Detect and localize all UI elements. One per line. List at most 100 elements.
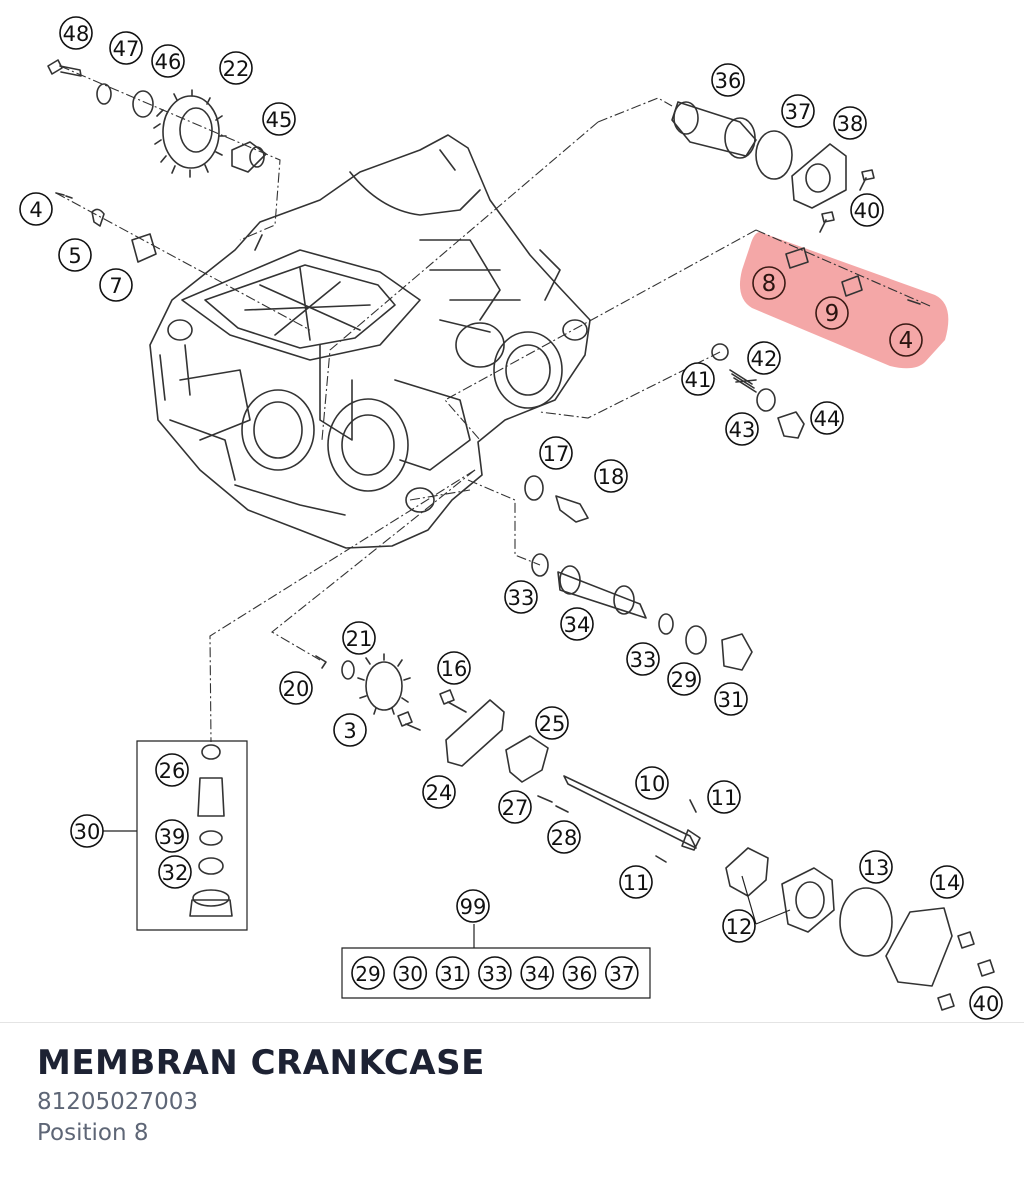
callout-label: 43 xyxy=(729,418,756,442)
kit-item-30: 30 xyxy=(393,956,428,990)
callout-label: 12 xyxy=(726,915,753,939)
callout-label: 21 xyxy=(346,627,373,651)
callout-32: 32 xyxy=(158,855,192,889)
callout-label: 4 xyxy=(899,328,914,354)
callout-40: 40 xyxy=(969,986,1003,1020)
callout-37: 37 xyxy=(781,94,815,128)
callout-label: 33 xyxy=(630,648,657,672)
callout-label: 18 xyxy=(598,465,625,489)
kit-99-box xyxy=(341,947,651,999)
callout-label: 10 xyxy=(639,772,666,796)
callout-26: 26 xyxy=(155,753,189,787)
callout-24: 24 xyxy=(422,775,456,809)
callout-label: 4 xyxy=(29,198,42,222)
callout-label: 32 xyxy=(162,861,189,885)
callout-47: 47 xyxy=(109,31,143,65)
part-position: Position 8 xyxy=(37,1120,149,1146)
callout-label: 45 xyxy=(266,108,293,132)
callout-22: 22 xyxy=(219,51,253,85)
callout-label: 31 xyxy=(718,688,745,712)
callout-label: 8 xyxy=(762,271,777,297)
callout-28: 28 xyxy=(547,820,581,854)
callout-label: 99 xyxy=(460,895,487,919)
callout-44: 44 xyxy=(810,401,844,435)
callout-10: 10 xyxy=(635,766,669,800)
callout-label: 25 xyxy=(539,712,566,736)
callout-4: 4 xyxy=(889,323,923,357)
callout-label: 11 xyxy=(711,786,738,810)
callout-label: 20 xyxy=(283,677,310,701)
kit-label: 33 xyxy=(482,962,507,986)
callout-33: 33 xyxy=(504,580,538,614)
callout-label: 3 xyxy=(343,719,356,743)
callout-27: 27 xyxy=(498,790,532,824)
kit-item-33: 33 xyxy=(478,956,512,990)
callout-label: 24 xyxy=(426,781,453,805)
callout-label: 41 xyxy=(685,368,712,392)
callout-label: 39 xyxy=(159,825,186,849)
kit-label: 36 xyxy=(567,962,592,986)
callout-label: 30 xyxy=(74,820,101,844)
callout-45: 45 xyxy=(262,102,296,136)
callout-label: 11 xyxy=(623,871,650,895)
kit-item-36: 36 xyxy=(562,956,597,990)
callout-40: 40 xyxy=(850,193,884,227)
kit-item-31: 31 xyxy=(435,956,470,990)
callout-label: 26 xyxy=(159,759,186,783)
callout-label: 40 xyxy=(854,199,881,223)
callout-36: 36 xyxy=(711,63,745,97)
callout-label: 27 xyxy=(502,796,529,820)
callout-42: 42 xyxy=(747,341,781,375)
kit-label: 31 xyxy=(440,962,465,986)
callout-34: 34 xyxy=(560,607,594,641)
exploded-parts-diagram: 4847462245457363738408944241444317183334… xyxy=(19,16,1003,1020)
callout-label: 7 xyxy=(109,274,122,298)
callout-3: 3 xyxy=(333,713,367,747)
callout-label: 42 xyxy=(751,347,778,371)
kit-item-34: 34 xyxy=(520,956,555,990)
callout-48: 48 xyxy=(59,16,93,50)
callout-label: 36 xyxy=(715,69,742,93)
kit-label: 30 xyxy=(398,962,423,986)
callout-label: 9 xyxy=(825,301,840,327)
callout-label: 28 xyxy=(551,826,578,850)
callout-17: 17 xyxy=(539,436,573,470)
kit-item-29: 29 xyxy=(351,956,385,990)
callout-label: 29 xyxy=(671,668,698,692)
callout-14: 14 xyxy=(930,865,964,899)
callout-label: 34 xyxy=(564,613,591,637)
callout-label: 40 xyxy=(973,992,1000,1016)
part-title: MEMBRAN CRANKCASE xyxy=(37,1043,485,1083)
callout-16: 16 xyxy=(437,651,471,685)
callout-99: 99 xyxy=(456,889,490,923)
kit-30-box xyxy=(136,740,248,931)
callout-20: 20 xyxy=(279,671,313,705)
callout-label: 38 xyxy=(837,112,864,136)
callout-9: 9 xyxy=(815,296,849,330)
kit-label: 37 xyxy=(609,962,634,986)
callout-label: 44 xyxy=(814,407,841,431)
callout-label: 22 xyxy=(223,57,250,81)
callout-label: 47 xyxy=(113,37,140,61)
callout-label: 46 xyxy=(155,50,182,74)
callout-label: 13 xyxy=(863,856,890,880)
callout-label: 5 xyxy=(68,244,81,268)
callout-21: 21 xyxy=(342,621,376,655)
crankcase-housing xyxy=(149,134,591,549)
callout-43: 43 xyxy=(725,412,759,446)
callout-30: 30 xyxy=(70,814,104,848)
kit-label: 29 xyxy=(355,962,380,986)
callout-38: 38 xyxy=(833,106,867,140)
callout-18: 18 xyxy=(594,459,628,493)
callout-label: 48 xyxy=(63,22,90,46)
callout-label: 37 xyxy=(785,100,812,124)
callout-7: 7 xyxy=(99,268,133,302)
callout-4: 4 xyxy=(19,192,53,226)
callout-29: 29 xyxy=(667,662,701,696)
callout-label: 17 xyxy=(543,442,570,466)
callout-11: 11 xyxy=(707,780,741,814)
callout-31: 31 xyxy=(714,682,748,716)
callout-11: 11 xyxy=(619,865,653,899)
callout-25: 25 xyxy=(535,706,569,740)
